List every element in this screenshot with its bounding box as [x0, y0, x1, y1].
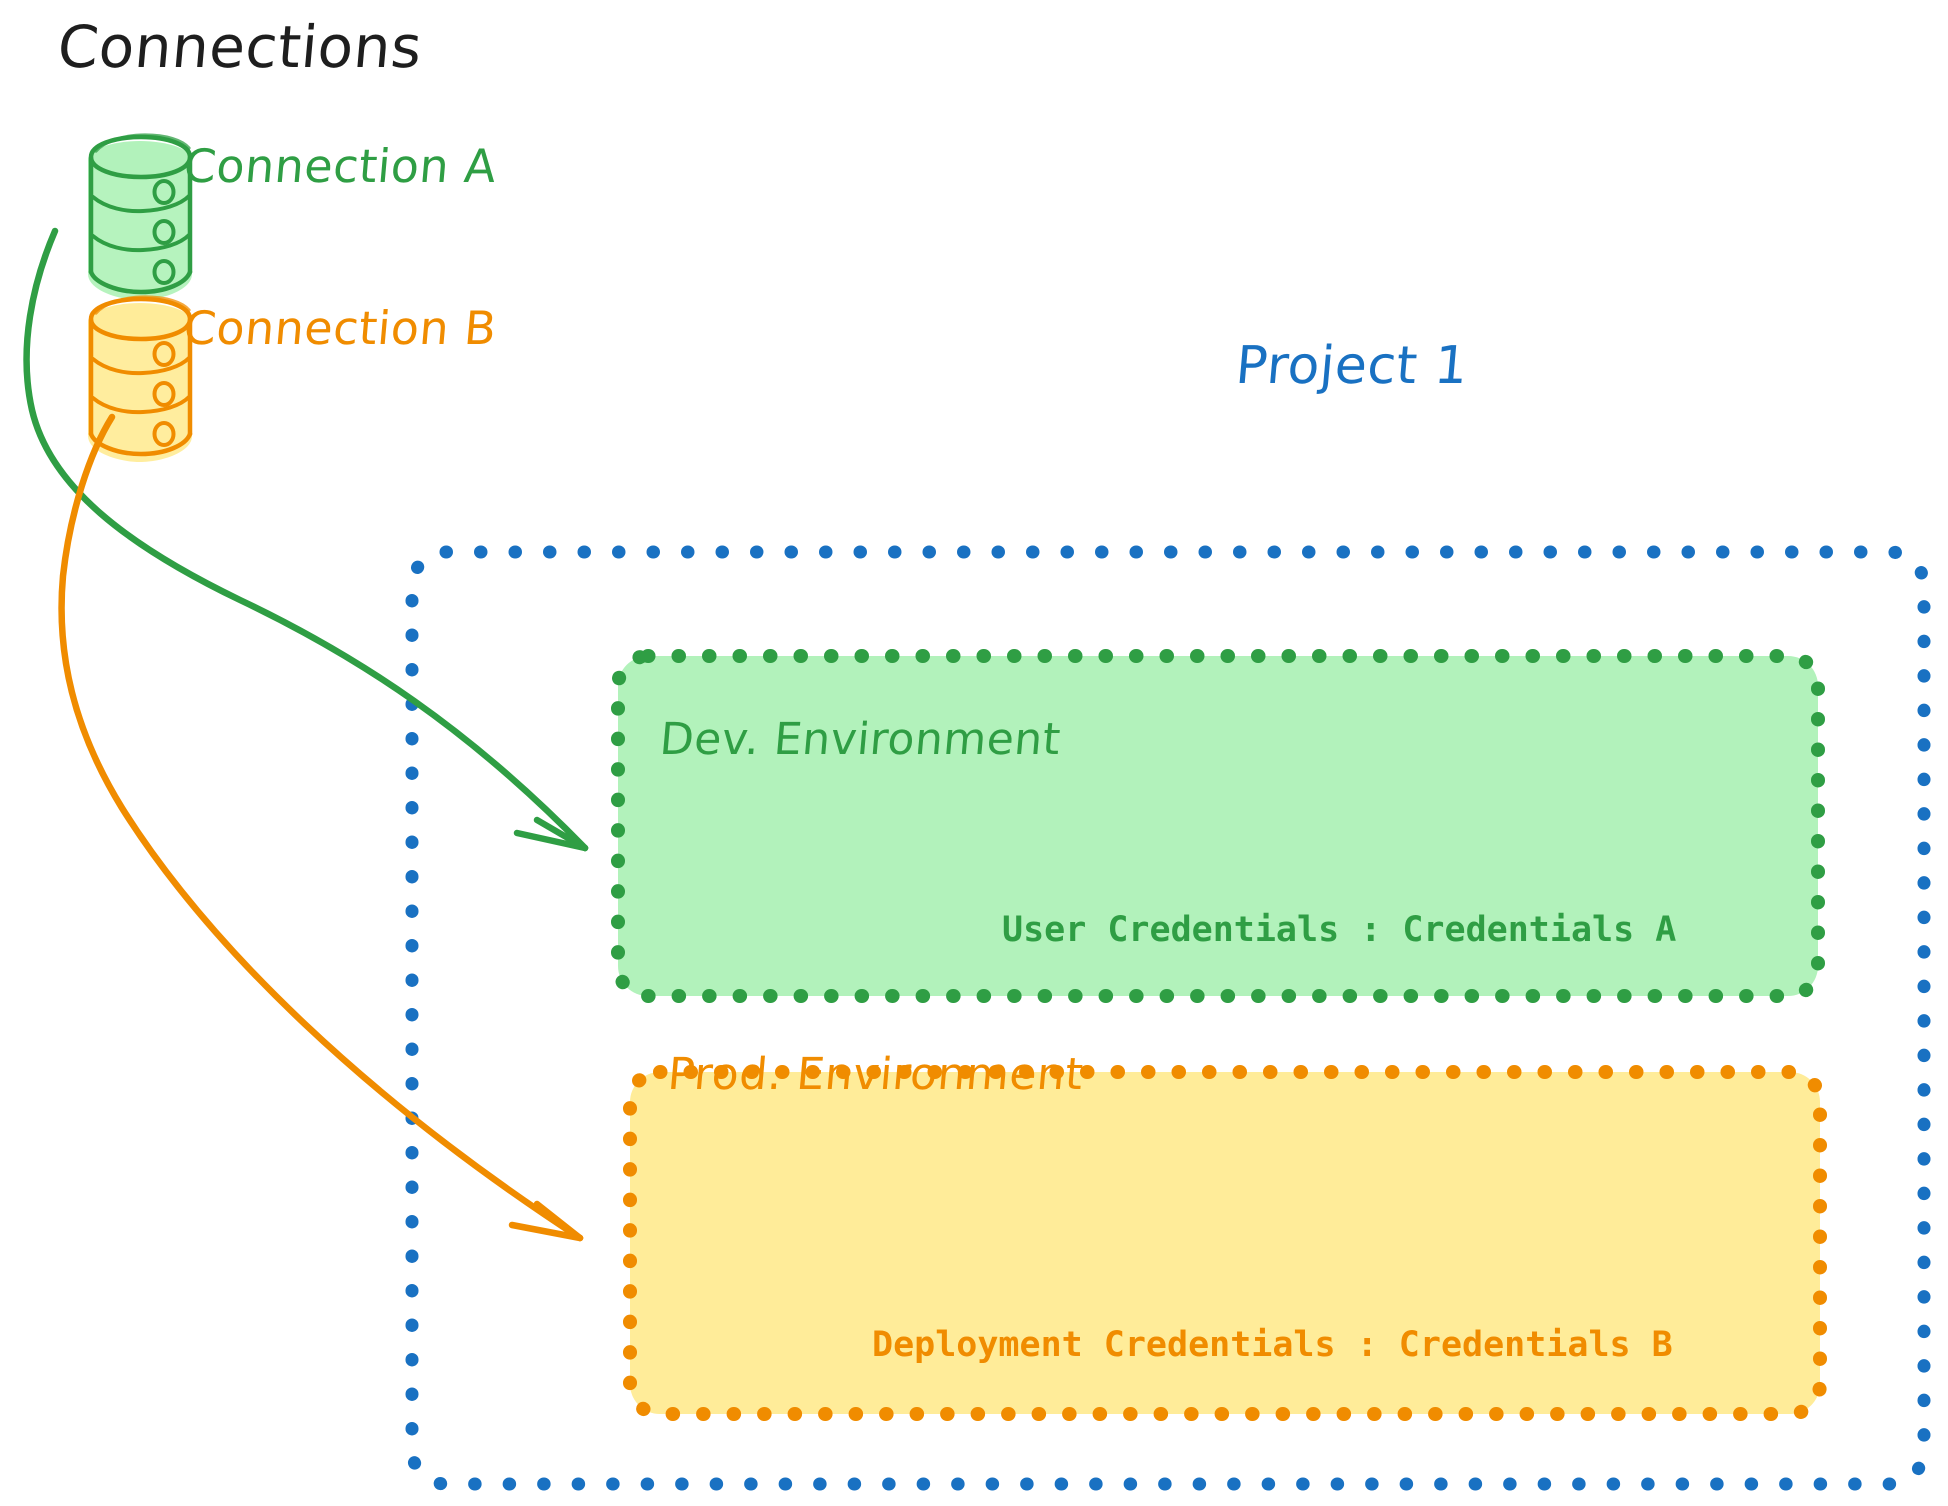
page-title: Connections	[55, 13, 425, 81]
dev-environment-credentials: User Credentials : Credentials A	[1002, 910, 1677, 950]
arrow-connection-b-to-prod	[58, 413, 584, 1242]
project-title: Project 1	[1233, 336, 1471, 396]
dev-environment-box[interactable]	[611, 649, 1825, 1003]
prod-environment-title: Prod. Environment	[665, 1049, 1086, 1100]
database-cylinder-icon-connection-b[interactable]	[88, 295, 193, 462]
prod-environment-box[interactable]	[623, 1065, 1827, 1421]
prod-environment-credentials: Deployment Credentials : Credentials B	[872, 1325, 1673, 1365]
project-container-border[interactable]	[405, 545, 1931, 1491]
arrow-connection-a-to-dev	[23, 227, 589, 852]
dev-environment-title: Dev. Environment	[657, 714, 1063, 765]
connection-a-label[interactable]: Connection A	[181, 139, 499, 193]
connection-b-label[interactable]: Connection B	[181, 301, 499, 355]
database-cylinder-icon-connection-a[interactable]	[88, 133, 193, 300]
